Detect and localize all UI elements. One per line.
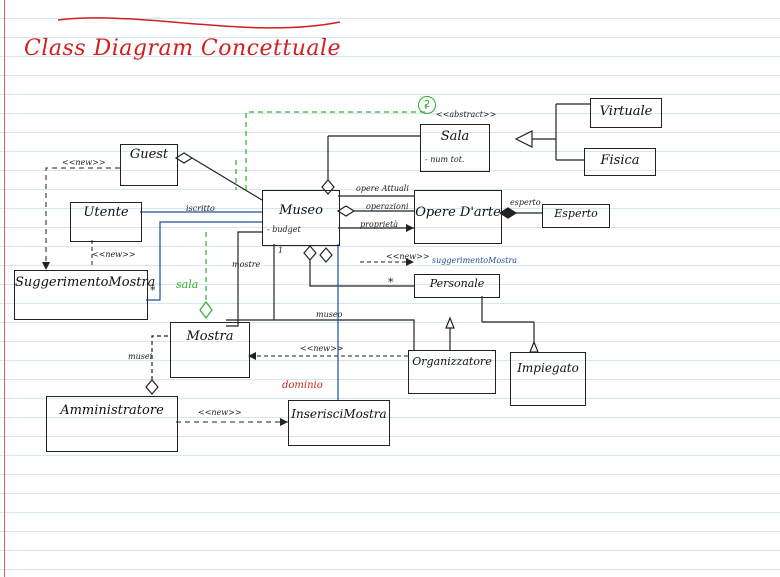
class-organizzatore-name: Organizzatore xyxy=(412,355,492,368)
diagram-title: Class Diagram Concettuale xyxy=(24,36,342,61)
class-inserisci-mostra-name: InserisciMostra xyxy=(291,407,387,421)
class-mostra-name: Mostra xyxy=(186,329,234,344)
class-museo-attribute: - budget xyxy=(267,225,301,234)
class-organizzatore[interactable]: Organizzatore xyxy=(408,350,496,394)
class-esperto-name: Esperto xyxy=(554,207,598,220)
class-inserisci-mostra[interactable]: InserisciMostra xyxy=(288,400,390,446)
suggerimento-mostra-relation-label: suggerimentoMostra xyxy=(432,256,518,265)
class-suggerimento-mostra-name: SuggerimentoMostra xyxy=(15,275,156,290)
operazioni-label: operazioni xyxy=(366,202,409,211)
class-sala[interactable]: Sala - num tot. xyxy=(420,124,490,172)
stereotype-new-guest-label: <<new>> xyxy=(62,158,106,167)
stereotype-abstract-label: <<abstract>> xyxy=(436,110,497,119)
class-virtuale[interactable]: Virtuale xyxy=(590,98,662,128)
opere-attuali-label: opere Attuali xyxy=(356,184,409,193)
stereotype-new-personale-label: <<new>> xyxy=(386,252,430,261)
class-utente-name: Utente xyxy=(83,205,129,220)
musei-label: musei xyxy=(128,352,153,361)
class-guest-name: Guest xyxy=(129,147,169,162)
class-esperto[interactable]: Esperto xyxy=(542,204,610,228)
class-virtuale-name: Virtuale xyxy=(599,104,653,119)
class-sala-attribute: - num tot. xyxy=(425,155,465,164)
class-amministratore-name: Amministratore xyxy=(60,403,164,418)
multiplicity-star-label-2: * xyxy=(388,276,394,289)
proprieta-label: proprietà xyxy=(360,220,398,229)
stereotype-new-admin-label: <<new>> xyxy=(198,408,242,417)
class-impiegato[interactable]: Impiegato xyxy=(510,352,586,406)
class-sala-name: Sala xyxy=(440,129,470,144)
class-opere-arte[interactable]: Opere D'arte xyxy=(414,190,502,244)
dominio-label: dominio xyxy=(282,380,323,391)
iscritto-label: iscritto xyxy=(186,204,215,213)
class-fisica-name: Fisica xyxy=(600,153,640,168)
multiplicity-one-label: 1 xyxy=(278,246,284,255)
class-mostra[interactable]: Mostra xyxy=(170,322,250,378)
class-amministratore[interactable]: Amministratore xyxy=(46,396,178,452)
museo-relation-label: museo xyxy=(316,310,343,319)
sala-green-label: sala xyxy=(176,278,199,291)
class-fisica[interactable]: Fisica xyxy=(584,148,656,176)
class-opere-arte-name: Opere D'arte xyxy=(415,205,501,220)
note-number-badge: 2 xyxy=(418,96,436,114)
class-suggerimento-mostra[interactable]: SuggerimentoMostra xyxy=(14,270,156,320)
class-personale[interactable]: Personale xyxy=(414,274,500,298)
class-museo[interactable]: Museo - budget xyxy=(262,190,340,246)
mostre-label: mostre xyxy=(232,260,261,269)
esperto-relation-label: esperto xyxy=(510,198,541,207)
stereotype-new-utente-label: <<new>> xyxy=(92,250,136,259)
class-personale-name: Personale xyxy=(429,277,485,290)
class-impiegato-name: Impiegato xyxy=(517,361,579,375)
stereotype-new-mostra-label: <<new>> xyxy=(300,344,344,353)
multiplicity-star-label-1: * xyxy=(150,284,156,297)
class-museo-name: Museo xyxy=(279,203,323,218)
class-guest[interactable]: Guest xyxy=(120,144,178,186)
page-margin-line xyxy=(4,0,5,577)
class-utente[interactable]: Utente xyxy=(70,202,142,242)
